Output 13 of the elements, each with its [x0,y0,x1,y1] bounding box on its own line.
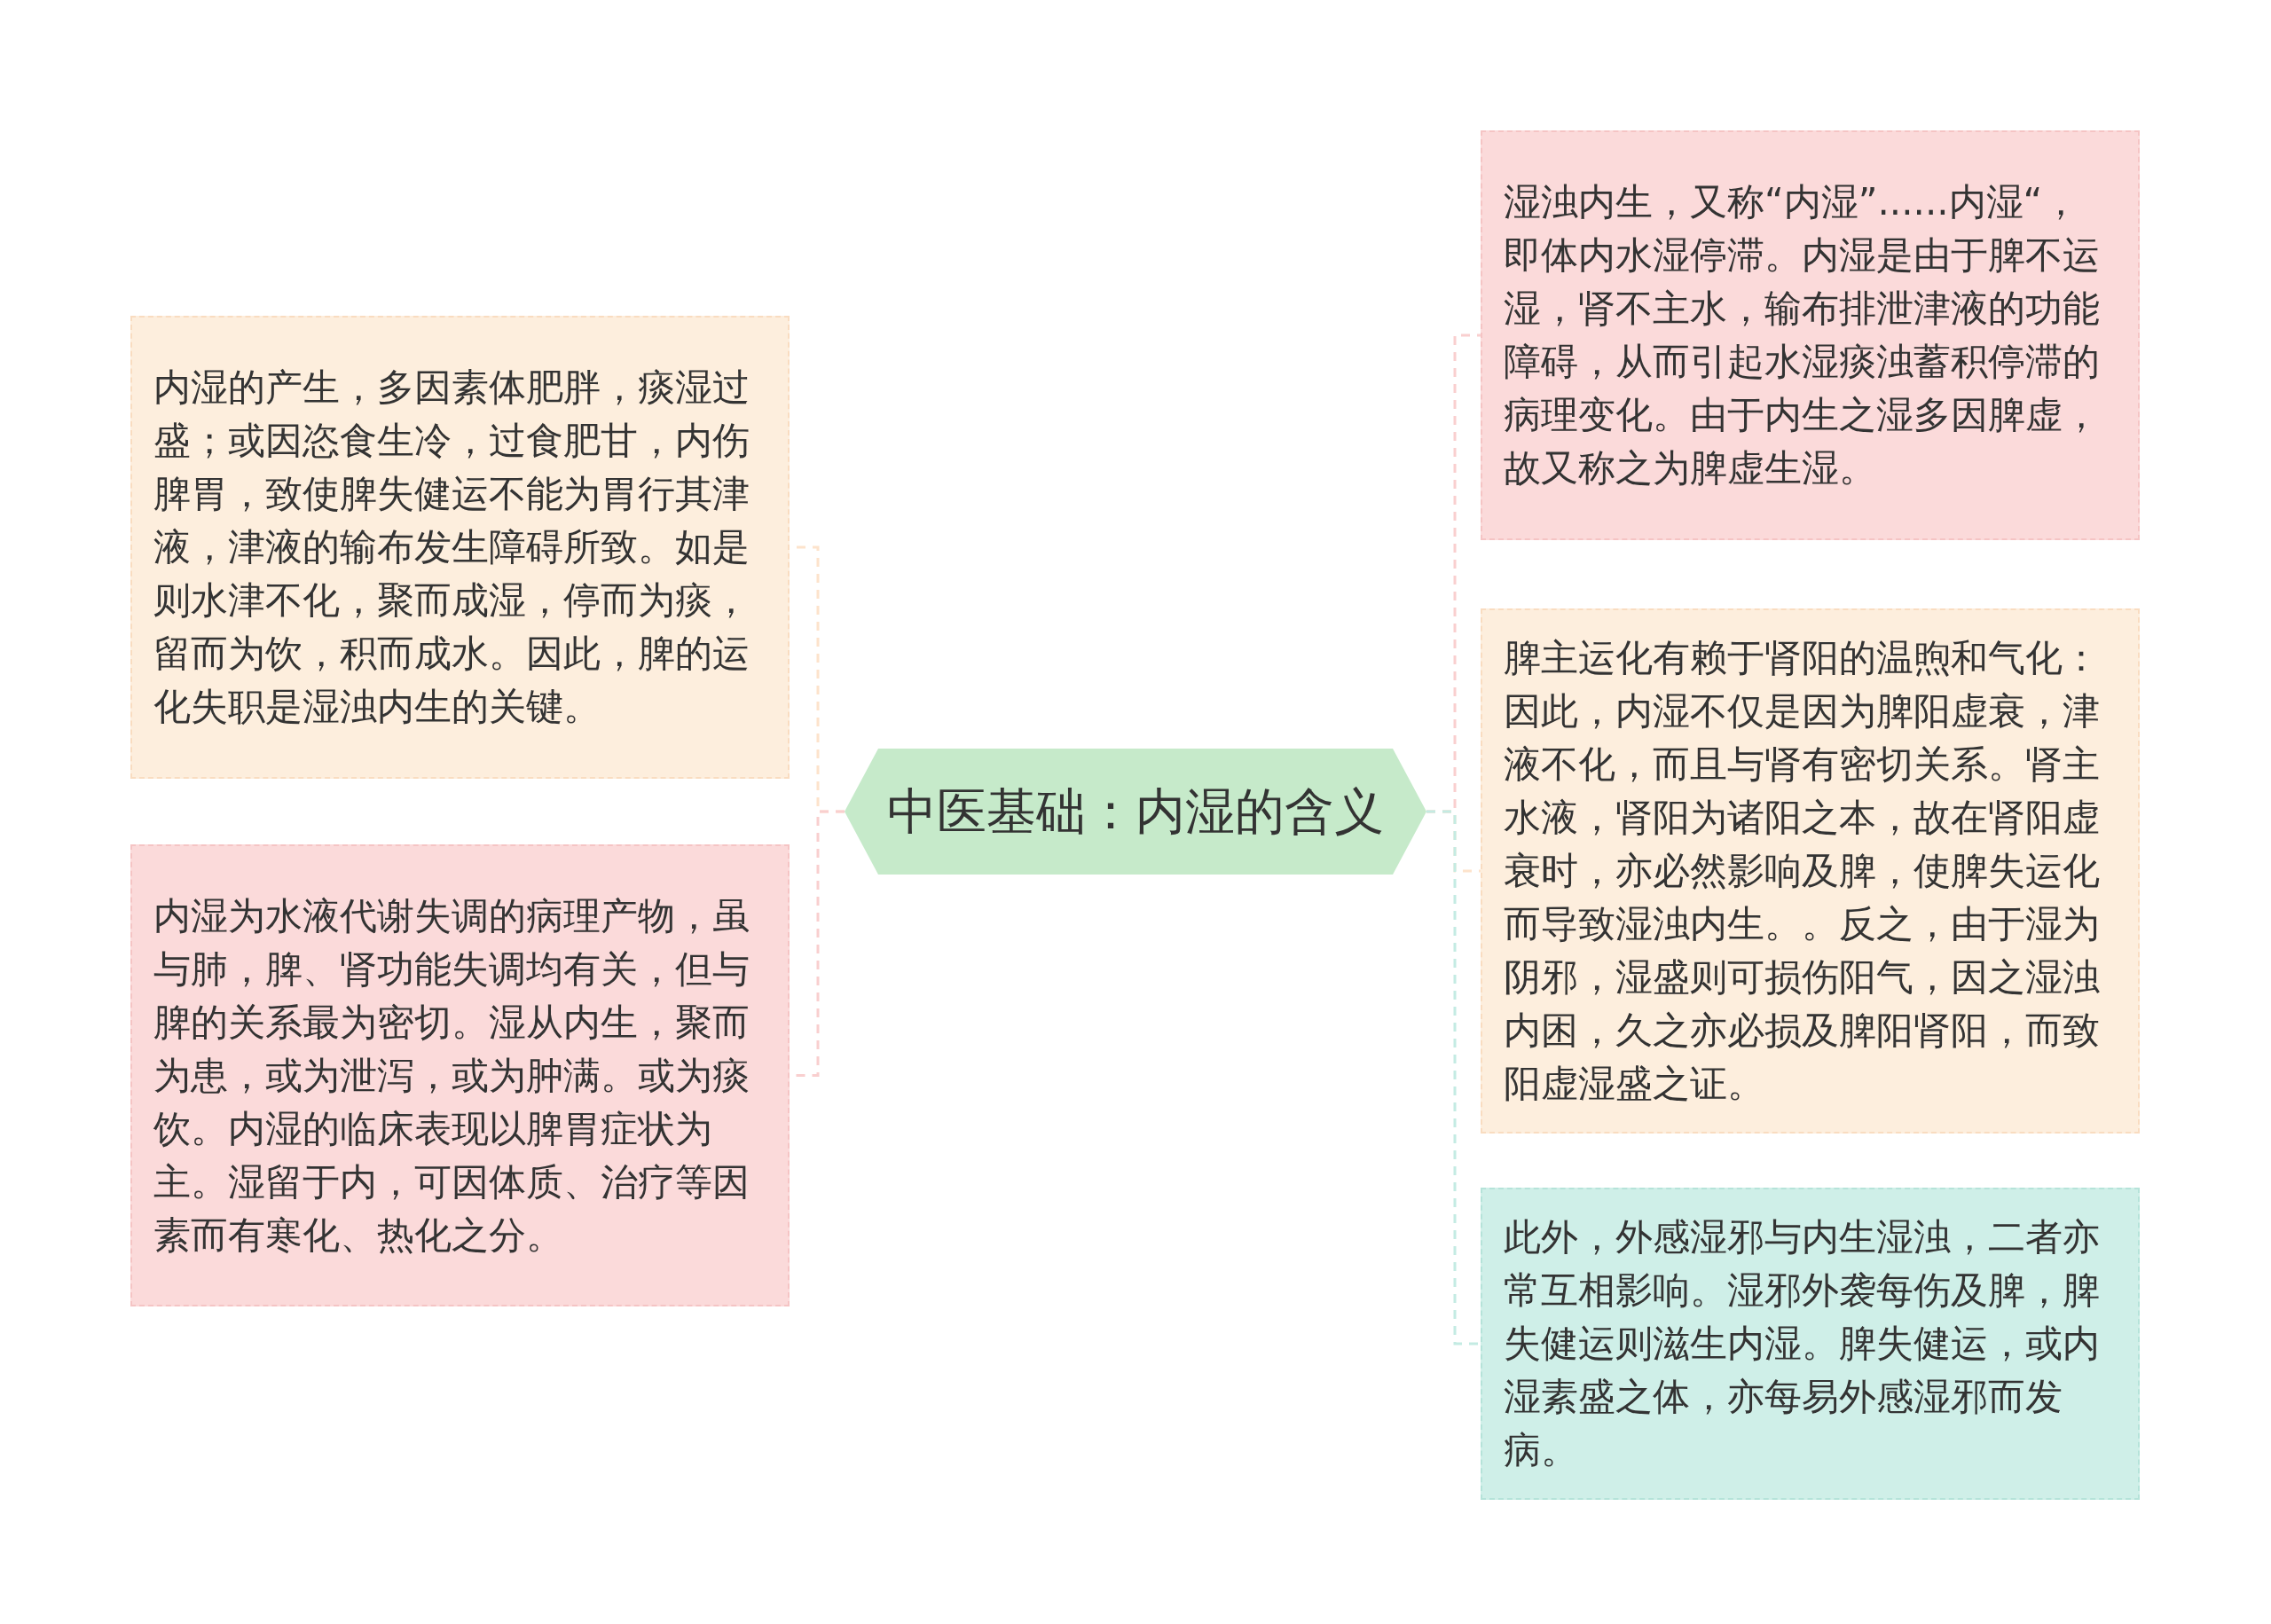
note-card [1481,1188,2140,1500]
note-text: 脾主运化有赖于肾阳的温煦和气化：因此，内湿不仅是因为脾阳虚衰，津液不化，而且与肾有密切关系。肾主水液，肾阳为诸阳之本，故在肾阳虚衰时，亦必然影响及脾，使脾失运化而导致湿浊内生。。反之，由于湿为阴邪，湿盛则可损伤阳气，因之湿浊内困，久之亦必损及脾阳肾阳，而致阳虚湿盛之证。 [1504,635,2101,1107]
note-text: 内湿的产生，多因素体肥胖，痰湿过盛；或因恣食生冷，过食肥甘，内伤脾胃，致使脾失健运不能为胃行其津液，津液的输布发生障碍所致。如是则水津不化，聚而成湿，停而为痰，留而为饮，积而成水。因此，脾的运化失职是湿浊内生的关键。 [153,365,750,730]
connector-line [1426,810,1481,1345]
note-text: 内湿为水液代谢失调的病理产物，虽与肺，脾、肾功能失调均有关，但与脾的关系最为密切。湿从内生，聚而为患，或为泄泻，或为肿满。或为痰饮。内湿的临床表现以脾胃症状为主。湿留于内，可因体质、治疗等因素而有寒化、热化之分。 [153,892,750,1259]
note-card [1481,608,2140,1134]
note-card [1481,130,2140,540]
topic-title: 中医基础：内湿的含义 [887,781,1384,842]
note-card [130,844,790,1306]
note-card [130,316,790,779]
note-text: 湿浊内生，又称“内湿”......内湿“，即体内水湿停滞。内湿是由于脾不运湿，肾不主水，输布排泄津液的功能障碍，从而引起水湿痰浊蓄积停滞的病理变化。由于内生之湿多因脾虚，故又称之为脾虚生湿。 [1504,179,2101,491]
note-text: 此外，外感湿邪与内生湿浊，二者亦常互相影响。湿邪外袭每伤及脾，脾失健运则滋生内湿。脾失健运，或内湿素盛之体，亦每易外感湿邪而发病。 [1504,1214,2101,1473]
topic-hexagon [845,749,1426,875]
